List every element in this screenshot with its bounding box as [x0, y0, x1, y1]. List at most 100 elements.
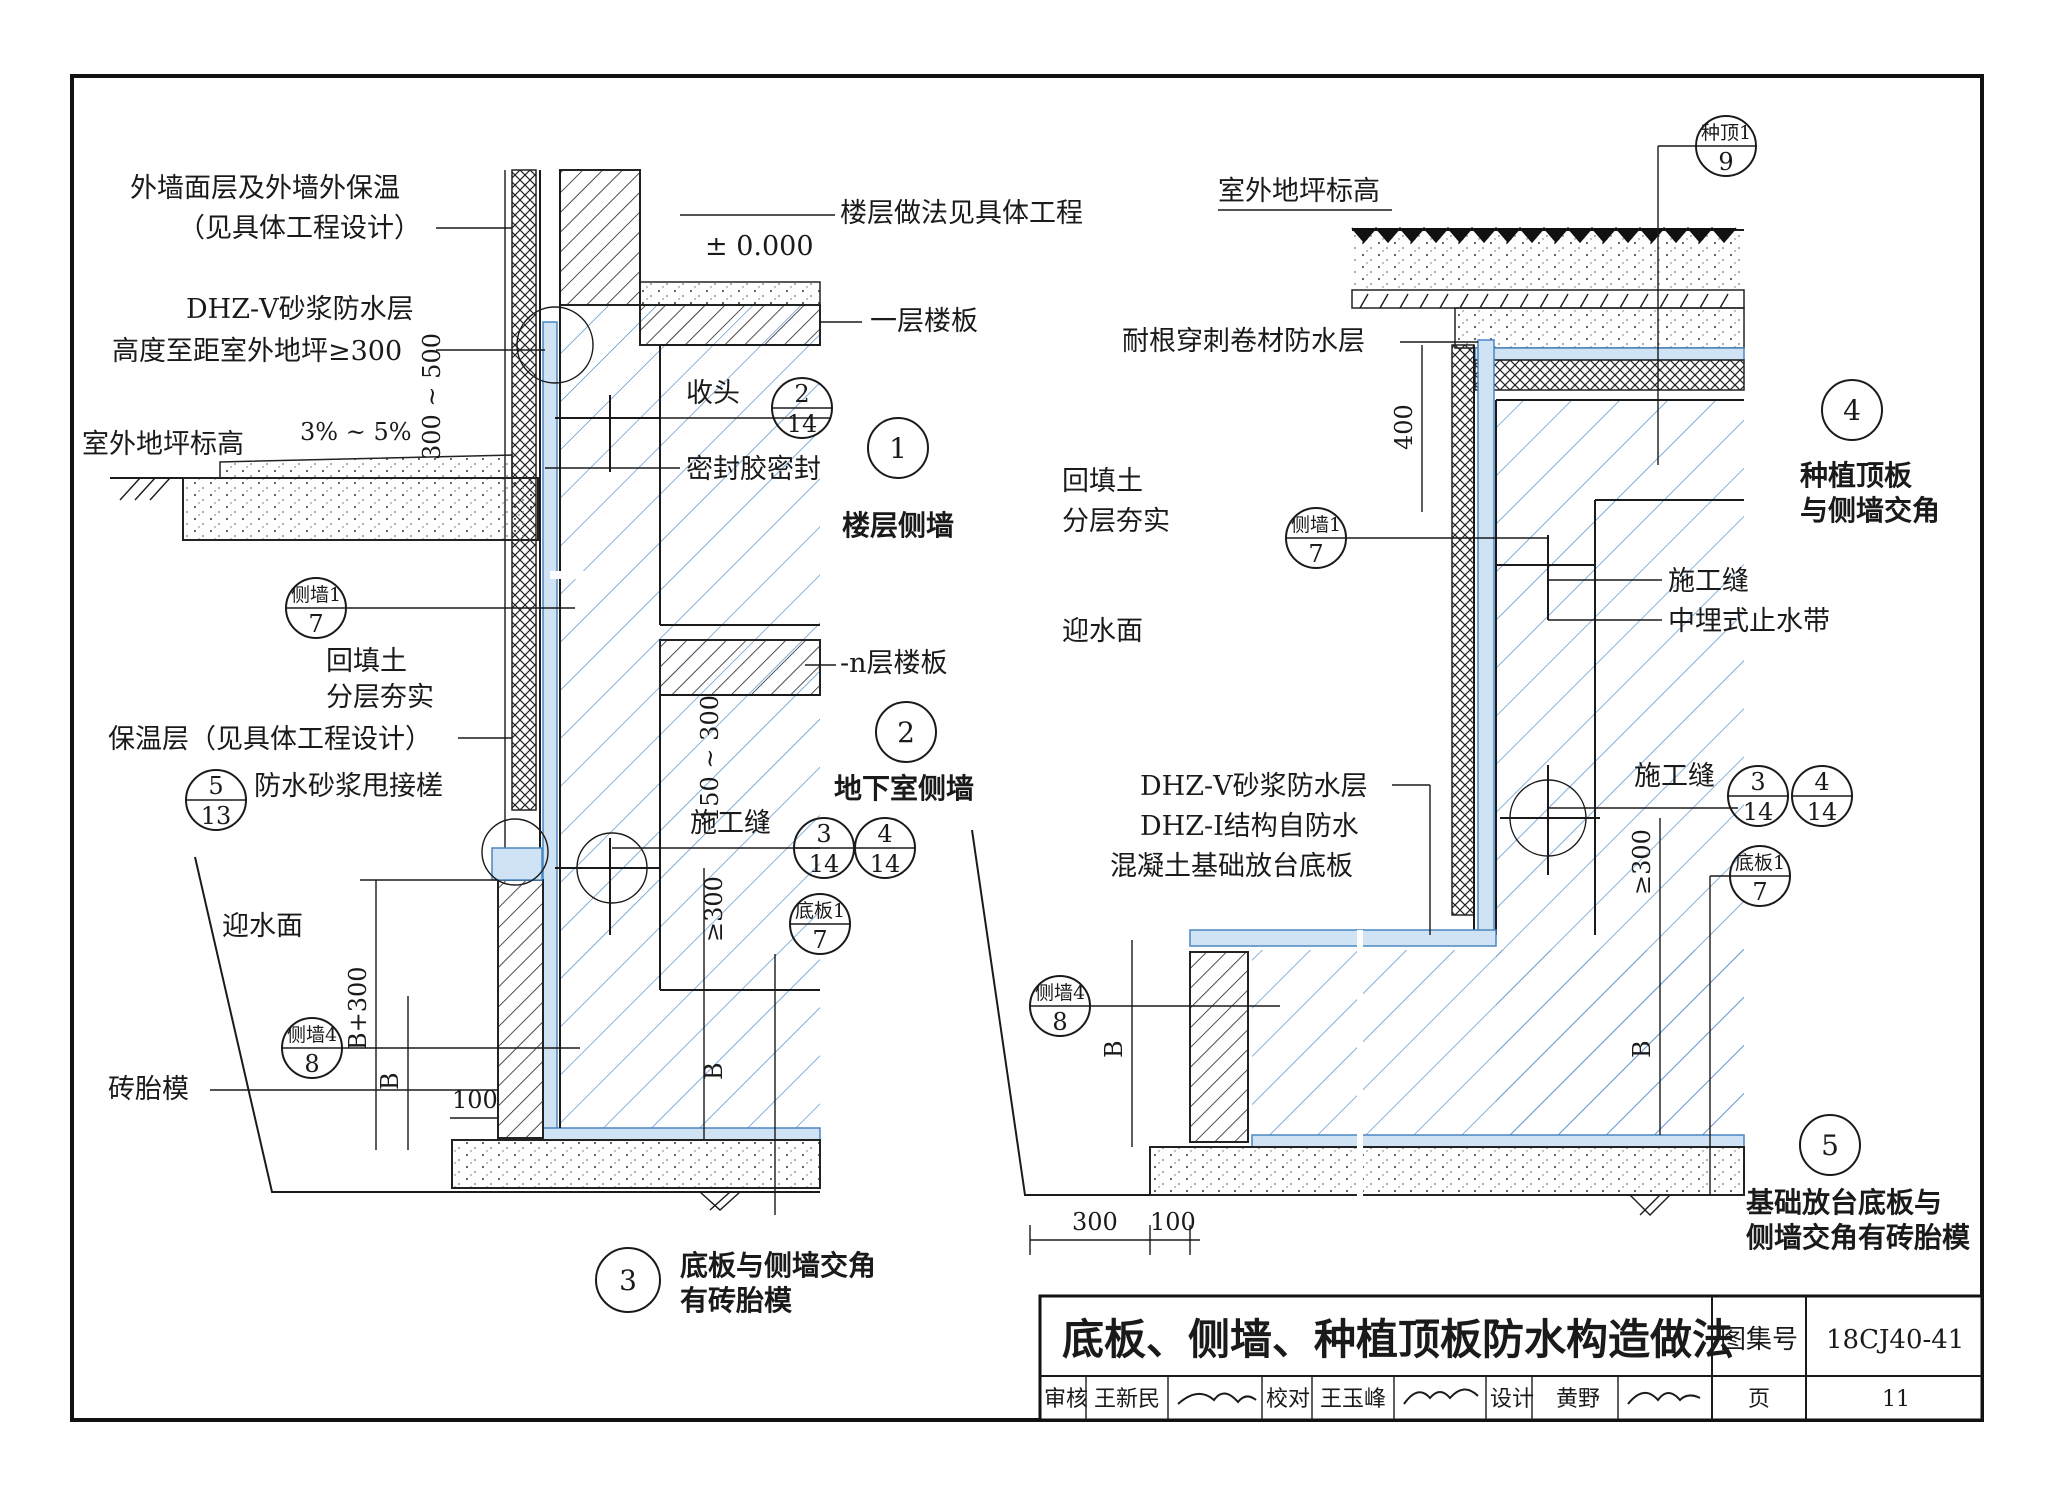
svg-text:4: 4 [877, 820, 892, 848]
title-block-designer: 黄野 [1556, 1387, 1600, 1412]
label-insulation: 保温层（见具体工程设计） [108, 724, 432, 755]
detail-2-name: 地下室侧墙 [834, 772, 974, 805]
label-r-dim-ge300: ≥300 [1628, 829, 1656, 895]
svg-text:5: 5 [208, 772, 223, 800]
label-mortar-1: DHZ-Ⅴ砂浆防水层 [186, 294, 414, 325]
detail-5-number: 5 [1821, 1129, 1839, 1162]
detail-5-name-2: 侧墙交角有砖胎模 [1746, 1221, 1971, 1254]
svg-text:14: 14 [809, 850, 840, 878]
ref-r-wall1-bubble: 侧墙1 7 [1285, 507, 1548, 569]
detail-3-name-2: 有砖胎模 [680, 1284, 793, 1317]
label-elevation: ± 0.000 [705, 231, 814, 262]
label-r-outdoor-grade: 室外地坪标高 [1218, 176, 1380, 207]
svg-text:9: 9 [1718, 148, 1733, 176]
label-r-dim-b2: B [1628, 1040, 1656, 1058]
label-r-water-side: 迎水面 [1062, 616, 1143, 647]
detail-4-number: 4 [1843, 394, 1861, 427]
label-joint: 施工缝 [690, 808, 771, 839]
ref-r-wall4-bubble: 侧墙4 8 [1029, 975, 1280, 1037]
reviewer-signature [1177, 1392, 1257, 1405]
detail-3-name-1: 底板与侧墙交角 [680, 1249, 876, 1282]
ref-wall4-bubble: 侧墙4 8 [281, 1017, 580, 1079]
label-brick: 砖胎模 [108, 1074, 189, 1105]
label-dim-300-500: 300 ~ 500 [418, 333, 446, 460]
detail-1-name: 楼层侧墙 [842, 509, 954, 542]
detail-1-number: 1 [889, 432, 907, 465]
title-block-atlas-no: 18CJ40-41 [1826, 1325, 1964, 1355]
label-root-membrane: 耐根穿刺卷材防水层 [1122, 326, 1365, 357]
title-block-review-label: 审核 [1044, 1387, 1088, 1412]
label-r-joint2: 施工缝 [1634, 761, 1715, 792]
svg-text:14: 14 [787, 410, 818, 438]
label-self-wp: DHZ-Ⅰ结构自防水 [1140, 811, 1359, 842]
ref-r-jointA-bubble: 3 14 [1727, 765, 1789, 827]
svg-text:4: 4 [1814, 768, 1829, 796]
right-annotations: 室外地坪标高 耐根穿刺卷材防水层 400 回填土 分层夯实 迎水面 施工缝 中埋… [1029, 176, 1830, 1255]
svg-text:种顶1: 种顶1 [1701, 122, 1751, 144]
svg-text:侧墙1: 侧墙1 [1291, 514, 1341, 536]
title-block-reviewer: 王新民 [1094, 1387, 1160, 1412]
label-r-backfill-1: 回填土 [1062, 466, 1143, 497]
label-facade-2: （见具体工程设计） [178, 213, 421, 244]
label-dim-b300: B+300 [344, 966, 372, 1050]
left-detail-markers: 1 楼层侧墙 2 地下室侧墙 3 底板与侧墙交角 有砖胎模 [595, 417, 974, 1317]
ref-r-jointB-bubble: 4 14 [1791, 765, 1853, 827]
ref-roof-bubble: 种顶1 9 [1657, 115, 1757, 465]
title-block-atlas-label: 图集号 [1720, 1325, 1798, 1355]
label-mortar-lap: 防水砂浆甩接槎 [254, 771, 443, 802]
ref-lap-bubble: 5 13 [185, 769, 247, 831]
label-r-dim-300: 300 [1072, 1208, 1118, 1236]
label-r-dim-100: 100 [1150, 1208, 1196, 1236]
svg-text:8: 8 [1052, 1008, 1067, 1036]
label-first-slab: 一层楼板 [870, 306, 978, 337]
svg-text:7: 7 [1308, 540, 1323, 568]
label-waterstop: 中埋式止水带 [1668, 606, 1830, 637]
detail-3-number: 3 [619, 1264, 637, 1297]
title-block-check-label: 校对 [1266, 1387, 1310, 1412]
left-annotations: 外墙面层及外墙外保温 （见具体工程设计） 楼层做法见具体工程 ± 0.000 D… [82, 173, 1083, 1150]
title-block-design-label: 设计 [1490, 1387, 1534, 1412]
label-dim-b-left: B [376, 1072, 404, 1090]
label-backfill-2: 分层夯实 [326, 682, 434, 713]
title-block: 底板、侧墙、种植顶板防水构造做法 图集号 18CJ40-41 审核 王新民 校对… [1038, 1294, 1984, 1422]
label-dim-150-300: 150 ~ 300 [696, 695, 724, 822]
label-foundation: 混凝土基础放台底板 [1110, 851, 1353, 882]
title-block-page-label: 页 [1748, 1387, 1770, 1412]
title-block-title: 底板、侧墙、种植顶板防水构造做法 [1062, 1315, 1734, 1364]
ref-wall1-bubble: 侧墙1 7 [285, 577, 575, 639]
label-r-backfill-2: 分层夯实 [1062, 506, 1170, 537]
detail-4-name-2: 与侧墙交角 [1800, 494, 1940, 527]
svg-text:侧墙1: 侧墙1 [291, 584, 341, 606]
checker-signature [1403, 1388, 1479, 1405]
label-mortar-2: 高度至距室外地坪≥300 [112, 336, 402, 367]
label-dim-b-inner: B [700, 1062, 728, 1080]
detail-4-name-1: 种植顶板 [1800, 459, 1912, 492]
svg-text:7: 7 [1752, 878, 1767, 906]
title-block-page-no: 11 [1882, 1387, 1910, 1412]
svg-text:底板1: 底板1 [795, 900, 845, 922]
svg-text:13: 13 [201, 802, 232, 830]
left-section-drawing [110, 169, 821, 1211]
label-water-side: 迎水面 [222, 911, 303, 942]
label-facade-1: 外墙面层及外墙外保温 [130, 173, 400, 204]
svg-text:7: 7 [812, 926, 827, 954]
label-sealant: 密封胶密封 [686, 454, 821, 485]
label-r-dim-b1: B [1100, 1040, 1128, 1058]
svg-text:14: 14 [1807, 798, 1838, 826]
svg-text:8: 8 [304, 1050, 319, 1078]
svg-text:7: 7 [308, 610, 323, 638]
title-block-checker: 王玉峰 [1320, 1387, 1386, 1412]
sheet-border [70, 74, 1984, 1422]
svg-text:侧墙4: 侧墙4 [287, 1024, 337, 1046]
label-termination: 收头 [686, 378, 740, 409]
label-backfill-1: 回填土 [326, 646, 407, 677]
ref-slab1-bubble: 底板1 7 [774, 893, 851, 1215]
svg-text:14: 14 [870, 850, 901, 878]
detail-5-name-1: 基础放台底板与 [1746, 1186, 1942, 1219]
label-n-slab: -n层楼板 [840, 648, 948, 679]
svg-text:3: 3 [1750, 768, 1765, 796]
ref-jointA-bubble: 3 14 [793, 817, 855, 879]
right-ref-bubbles: 种顶1 9 侧墙1 7 3 14 4 14 底板1 7 [1029, 115, 1853, 1195]
label-dim-400: 400 [1390, 404, 1418, 450]
